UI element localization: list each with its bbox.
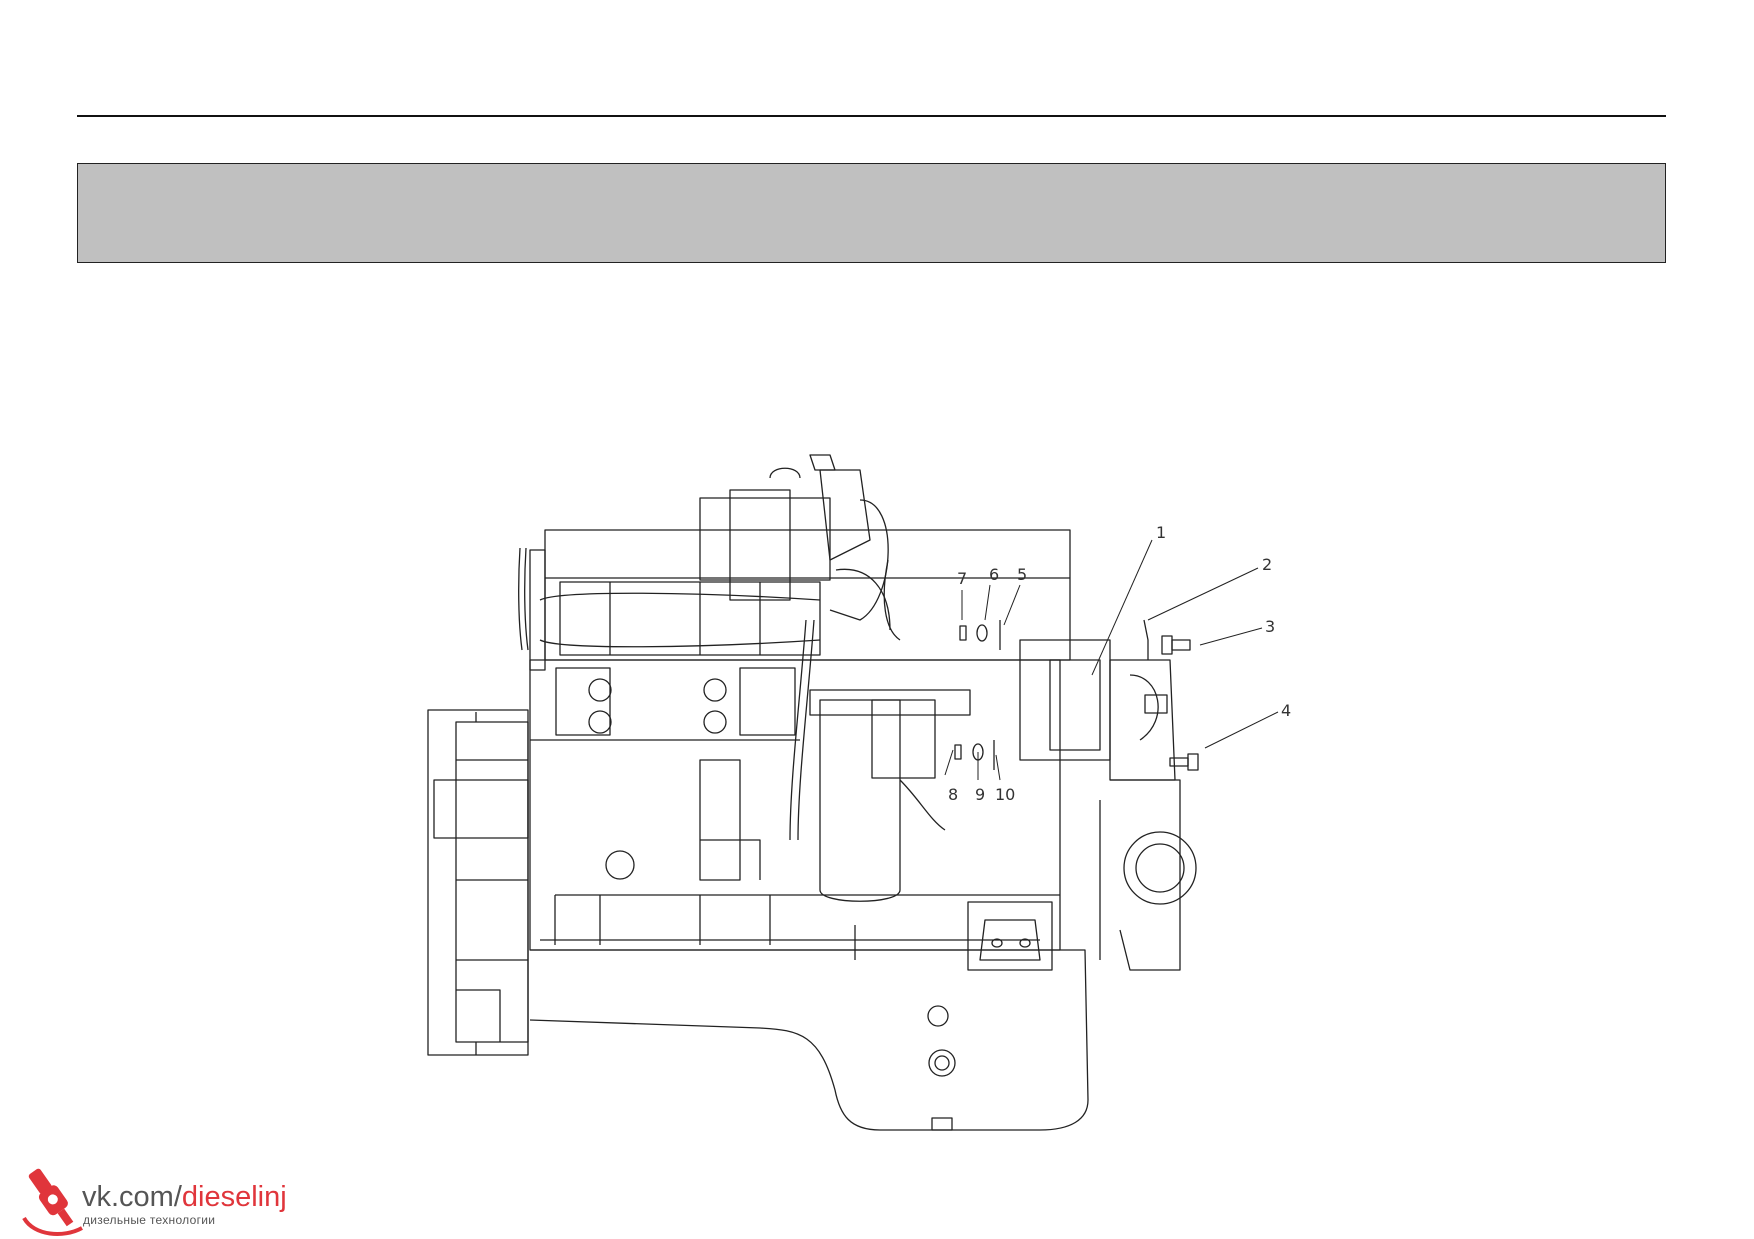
callout-10: 10 (995, 785, 1015, 804)
watermark-subtitle: дизельные технологии (83, 1213, 216, 1227)
callout-7: 7 (957, 569, 967, 588)
watermark-text: vk.com/dieselinj (82, 1182, 287, 1212)
callout-1: 1 (1156, 523, 1166, 542)
front-bracket (1019, 639, 1197, 971)
part-2-washer (1143, 619, 1149, 660)
callout-6: 6 (989, 565, 999, 584)
oil-pan (529, 949, 1089, 1131)
callout-8: 8 (948, 785, 958, 804)
fuel-lines (789, 619, 946, 841)
watermark-accent: dieselinj (181, 1181, 287, 1213)
callout-3: 3 (1265, 617, 1275, 636)
part-4-bolt (1169, 753, 1199, 771)
part-3-bolt (1161, 635, 1191, 655)
top-rule (77, 115, 1666, 117)
flywheel-housing (427, 709, 529, 1056)
callout-4: 4 (1281, 701, 1291, 720)
fuel-filter (809, 689, 971, 960)
fuel-injector-icon (22, 1168, 83, 1236)
parts-5-7 (959, 620, 1001, 650)
parts-8-10 (954, 740, 995, 770)
exhaust-manifold (539, 581, 821, 656)
callout-9: 9 (975, 785, 985, 804)
callout-labels: 1 2 3 4 5 6 7 8 9 10 (948, 523, 1291, 804)
leader-lines (944, 539, 1279, 781)
engine-block (529, 659, 1061, 951)
callout-5: 5 (1017, 565, 1027, 584)
turbocharger (699, 454, 901, 641)
engine-mount (967, 901, 1053, 971)
header-band (77, 163, 1666, 263)
cylinder-head (518, 529, 1071, 671)
callout-2: 2 (1262, 555, 1272, 574)
watermark-prefix: vk.com/ (82, 1181, 182, 1213)
